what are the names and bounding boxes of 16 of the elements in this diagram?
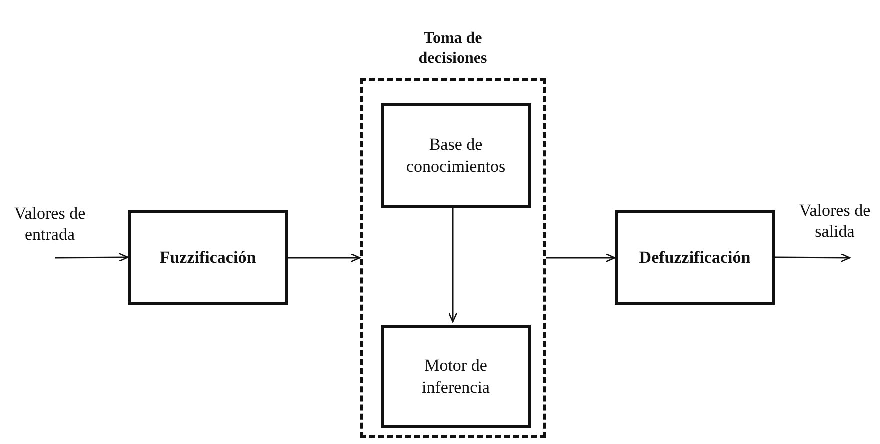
group-heading: Toma de decisiones (418, 29, 488, 69)
arrow (546, 253, 616, 263)
process-box (381, 325, 531, 428)
arrow (775, 253, 851, 263)
arrow (288, 253, 361, 263)
box-label: Motor de inferencia (421, 355, 491, 398)
io-label: Valores de salida (798, 200, 872, 242)
io-label: Valores de entrada (13, 203, 87, 246)
box-label: Base de conocimientos (405, 134, 507, 177)
process-box (615, 210, 775, 305)
process-box (381, 103, 531, 208)
box-label: Fuzzificación (160, 246, 256, 268)
arrow (448, 205, 458, 323)
process-box (128, 210, 288, 305)
box-label: Defuzzificación (639, 246, 751, 268)
arrow (55, 252, 129, 262)
